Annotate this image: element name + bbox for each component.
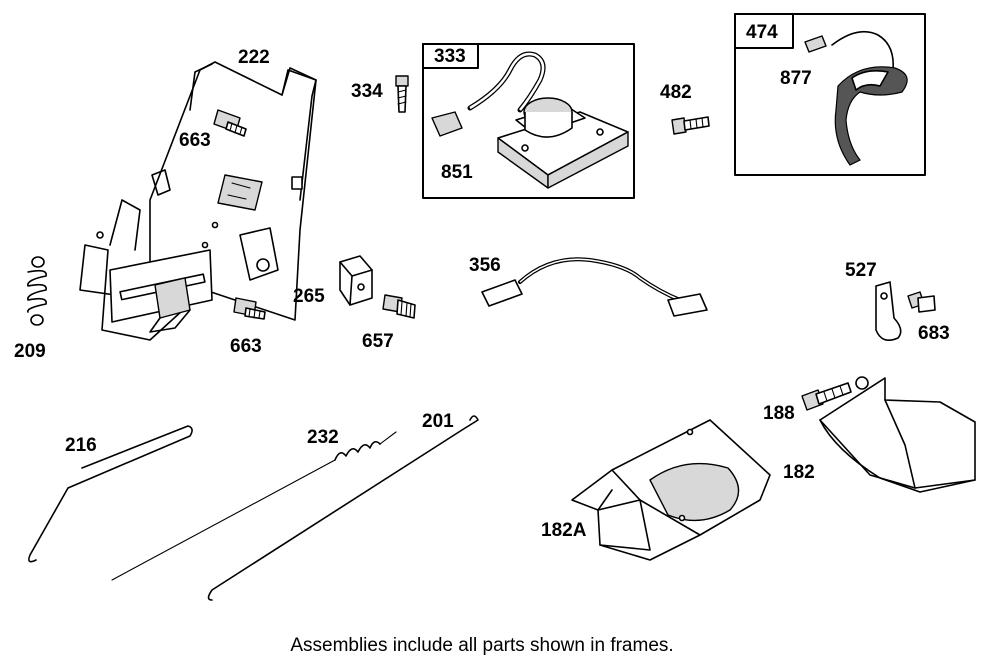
label-877: 877: [780, 68, 812, 89]
screw-657: [382, 294, 416, 319]
label-182: 182: [783, 462, 815, 483]
clamp-527: [875, 281, 902, 341]
bracket-182a: [571, 419, 771, 561]
frame-label-474: 474: [746, 22, 778, 43]
throttle-rod-201: [207, 415, 479, 601]
label-663-upper: 663: [179, 130, 211, 151]
label-265: 265: [293, 286, 325, 307]
label-356: 356: [469, 255, 501, 276]
label-334: 334: [351, 81, 383, 102]
label-209: 209: [14, 341, 46, 362]
screw-683: [907, 291, 936, 313]
frame-333: [422, 43, 635, 199]
label-527: 527: [845, 260, 877, 281]
spring-209: [27, 256, 47, 326]
control-bracket-222: [79, 61, 317, 341]
label-222: 222: [238, 47, 270, 68]
spring-link-232: [111, 431, 397, 581]
label-182a: 182A: [541, 520, 587, 541]
wire-harness-356: [481, 257, 708, 317]
label-851: 851: [441, 162, 473, 183]
label-663-lower: 663: [230, 336, 262, 357]
frame-474: [734, 13, 926, 176]
label-683: 683: [918, 323, 950, 344]
screw-663-upper: [213, 109, 247, 137]
ignition-armature-851: [431, 51, 629, 189]
label-188: 188: [763, 403, 795, 424]
frame-label-333: 333: [434, 46, 466, 67]
label-482: 482: [660, 82, 692, 103]
screw-482: [671, 116, 710, 135]
screw-334: [395, 75, 409, 113]
screw-663-lower: [233, 297, 266, 320]
shield-182: [819, 376, 976, 493]
ground-wire-877: [804, 30, 908, 166]
label-216: 216: [65, 435, 97, 456]
caption: Assemblies include all parts shown in fr…: [290, 635, 673, 656]
label-657: 657: [362, 331, 394, 352]
screw-188: [801, 382, 852, 411]
label-201: 201: [422, 411, 454, 432]
label-232: 232: [307, 427, 339, 448]
clip-265: [339, 255, 373, 306]
governor-link-216: [28, 425, 193, 563]
